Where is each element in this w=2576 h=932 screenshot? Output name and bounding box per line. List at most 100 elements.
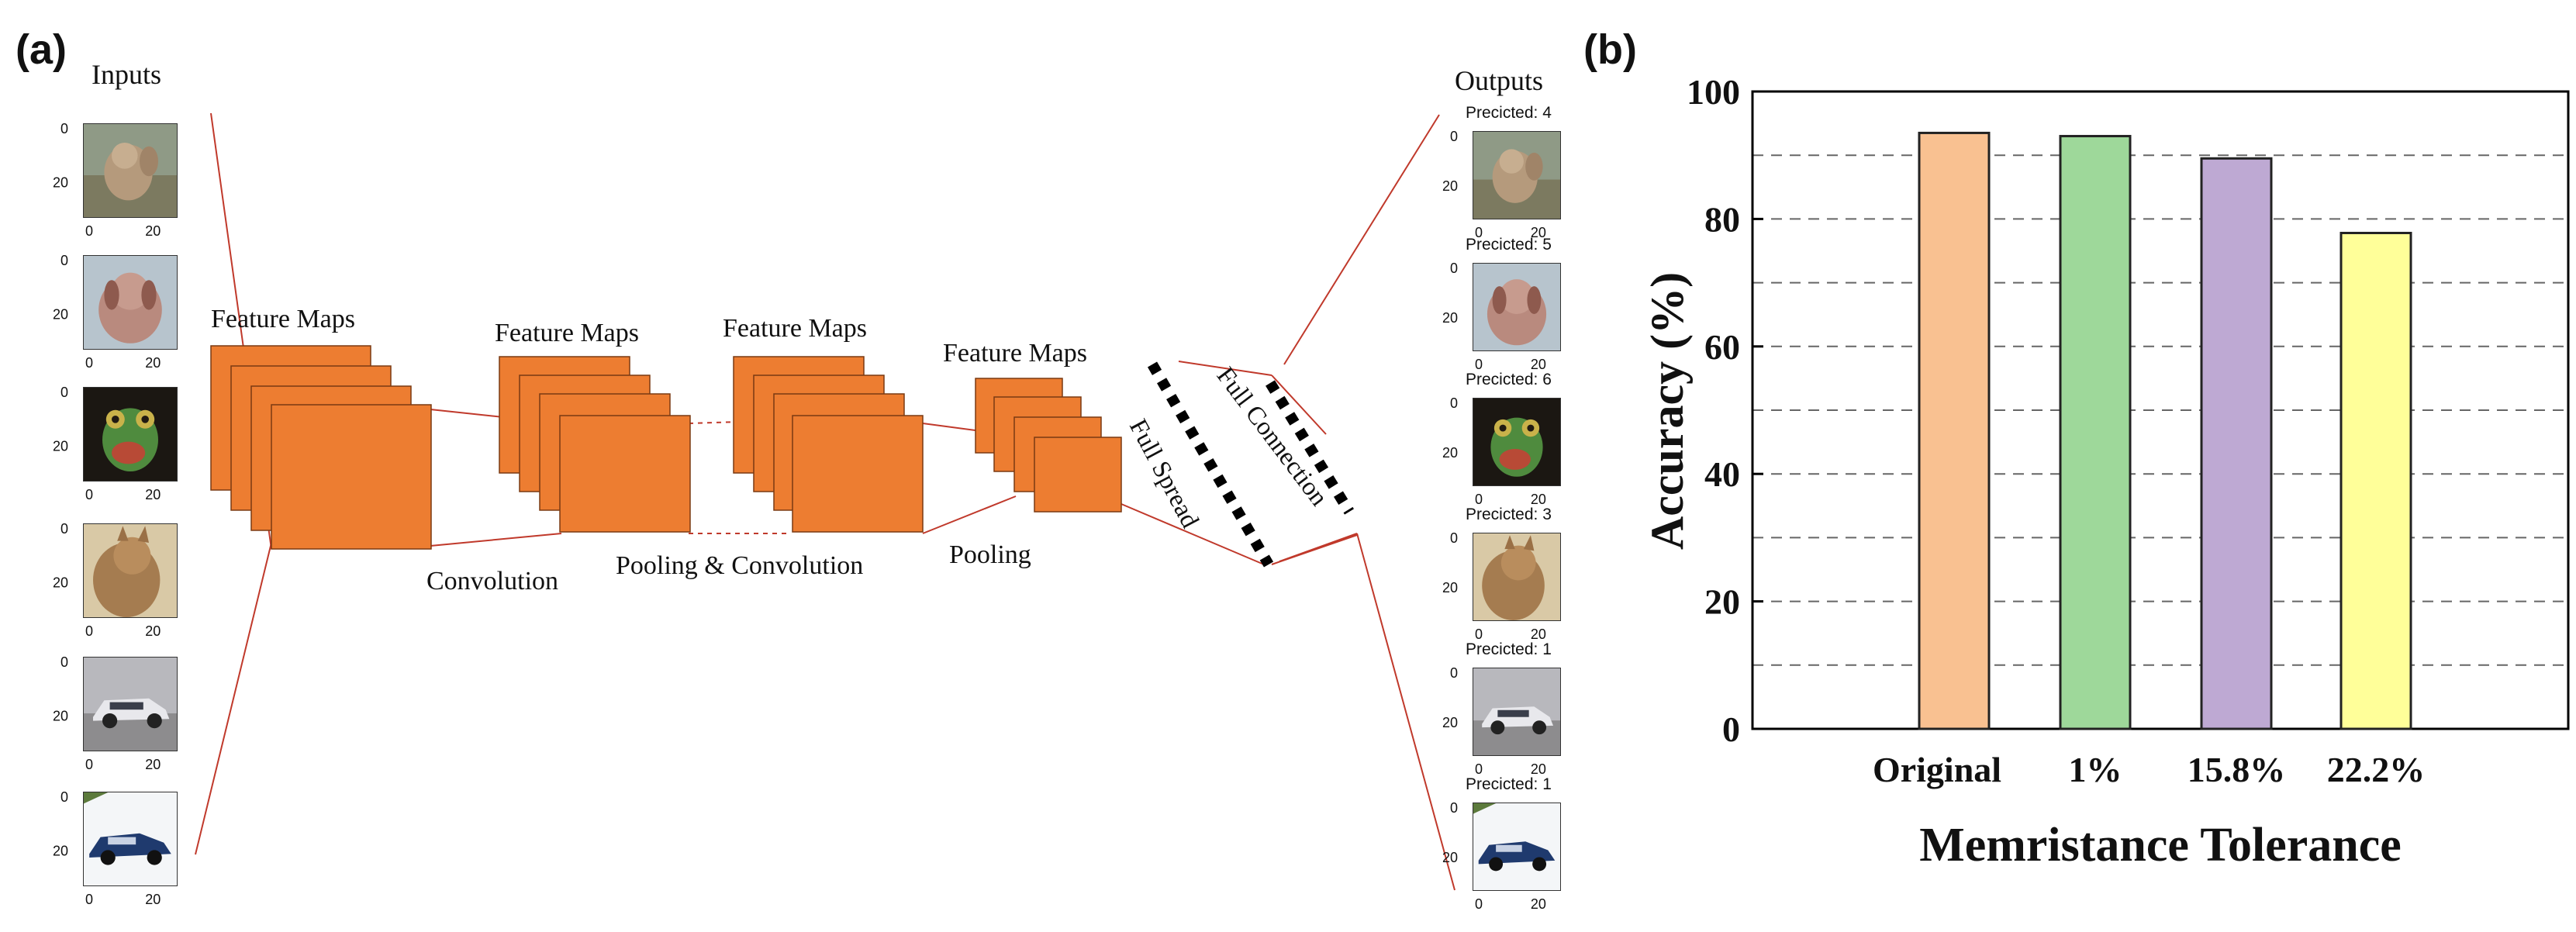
thumb-xtick: 0 — [85, 223, 93, 239]
thumb-xtick: 20 — [1531, 627, 1546, 642]
full-spread-column — [1147, 361, 1274, 568]
connector-line — [1283, 114, 1440, 365]
thumb-ytick: 0 — [1450, 530, 1458, 546]
thumb-ytick: 20 — [53, 439, 68, 454]
thumb-ytick: 20 — [53, 307, 68, 323]
feature-maps-label-4: Feature Maps — [943, 339, 1087, 368]
thumb-ytick: 20 — [1442, 445, 1458, 461]
bar-1 — [1918, 131, 1991, 730]
thumb-xtick: 20 — [1531, 896, 1546, 912]
feature-map-stack-4 — [975, 378, 1122, 513]
thumb-ytick: 20 — [53, 175, 68, 191]
thumbnail-axes: 0 20 0 20 0 20 0 20 0 20 0 20 0 20 0 20 0 20 0 20 0 20 0 20 0 20 0… — [53, 121, 1546, 912]
xtick-label: 22.2% — [2327, 750, 2426, 789]
input-image-4 — [83, 523, 178, 618]
thumb-xtick: 20 — [145, 757, 161, 772]
fully-connected-layers — [1147, 361, 1354, 568]
thumb-ytick: 0 — [1450, 129, 1458, 144]
connector-line — [922, 495, 1017, 534]
ytick-label: 20 — [1704, 582, 1740, 622]
thumb-xtick: 20 — [1531, 357, 1546, 372]
xtick-label: 1% — [2069, 750, 2122, 789]
thumb-xtick: 0 — [85, 487, 93, 502]
thumb-ytick: 0 — [60, 789, 68, 805]
thumb-ytick: 0 — [60, 654, 68, 670]
bar-4 — [2339, 231, 2412, 730]
connector-lines — [195, 112, 1455, 891]
thumb-ytick: 0 — [60, 121, 68, 136]
output-caption-2: Precicted: 5 — [1466, 236, 1552, 254]
thumb-xtick: 0 — [1475, 492, 1483, 507]
ytick-label: 100 — [1687, 72, 1740, 112]
bar-3 — [2200, 157, 2273, 730]
output-caption-6: Precicted: 1 — [1466, 775, 1552, 793]
connector-line — [1178, 361, 1272, 376]
feature-maps-label-2: Feature Maps — [495, 319, 639, 347]
thumb-ytick: 20 — [53, 709, 68, 724]
output-caption-3: Precicted: 6 — [1466, 371, 1552, 388]
thumb-xtick: 0 — [85, 355, 93, 371]
connector-line — [1121, 503, 1265, 565]
connector-line — [1271, 375, 1327, 435]
thumb-xtick: 0 — [1475, 357, 1483, 372]
input-image-6 — [83, 792, 178, 886]
thumb-ytick: 0 — [1450, 665, 1458, 681]
thumb-xtick: 20 — [1531, 225, 1546, 240]
panel-b-label: (b) — [1583, 26, 1637, 73]
output-caption-1: Precicted: 4 — [1466, 104, 1552, 122]
thumb-ytick: 0 — [60, 385, 68, 400]
ytick-label: 60 — [1704, 327, 1740, 367]
thumb-xtick: 20 — [145, 623, 161, 639]
convolution-label: Convolution — [426, 567, 558, 595]
thumb-xtick: 0 — [85, 892, 93, 907]
input-images — [83, 123, 178, 886]
ytick-label: 0 — [1722, 709, 1740, 749]
output-image-2: Precicted: 5 — [1466, 236, 1561, 351]
input-image-5 — [83, 657, 178, 751]
connector-line — [430, 533, 562, 547]
thumb-xtick: 20 — [145, 355, 161, 371]
connector-line — [195, 542, 272, 855]
output-images: Precicted: 4 Precicted: 5 Precicted: 6 P… — [1466, 104, 1561, 891]
thumb-ytick: 20 — [1442, 310, 1458, 326]
connector-line — [1279, 533, 1358, 562]
thumb-ytick: 0 — [1450, 395, 1458, 411]
thumb-xtick: 0 — [85, 623, 93, 639]
output-image-1: Precicted: 4 — [1466, 104, 1561, 219]
thumb-ytick: 0 — [60, 253, 68, 268]
xtick-label: 15.8% — [2188, 750, 2286, 789]
feature-map-stacks — [210, 345, 1122, 550]
thumb-ytick: 20 — [53, 575, 68, 591]
full-connection-column — [1266, 380, 1354, 515]
feature-map-stack-2 — [499, 356, 691, 533]
thumb-ytick: 20 — [1442, 850, 1458, 865]
output-caption-5: Precicted: 1 — [1466, 640, 1552, 658]
thumb-xtick: 20 — [1531, 761, 1546, 777]
thumb-xtick: 0 — [1475, 627, 1483, 642]
thumb-xtick: 0 — [85, 757, 93, 772]
ytick-label: 40 — [1704, 454, 1740, 494]
feature-maps-label-3: Feature Maps — [723, 314, 867, 343]
xtick-label: Original — [1873, 750, 2001, 789]
thumb-ytick: 0 — [60, 521, 68, 537]
thumb-xtick: 20 — [1531, 492, 1546, 507]
thumb-xtick: 0 — [1475, 761, 1483, 777]
thumb-ytick: 0 — [1450, 800, 1458, 816]
output-image-6: Precicted: 1 — [1466, 775, 1561, 891]
feature-maps-label-1: Feature Maps — [211, 305, 355, 333]
feature-map-stack-1 — [210, 345, 432, 550]
thumb-xtick: 20 — [145, 223, 161, 239]
output-image-4: Precicted: 3 — [1466, 506, 1561, 621]
pooling-label: Pooling — [949, 540, 1031, 569]
connector-line — [1356, 533, 1455, 891]
thumb-ytick: 20 — [53, 844, 68, 859]
thumb-xtick: 0 — [1475, 225, 1483, 240]
thumb-xtick: 0 — [1475, 896, 1483, 912]
bar-2 — [2059, 135, 2132, 730]
input-image-2 — [83, 255, 178, 350]
ytick-label: 80 — [1704, 199, 1740, 239]
thumb-ytick: 0 — [1450, 261, 1458, 276]
input-image-3 — [83, 387, 178, 482]
